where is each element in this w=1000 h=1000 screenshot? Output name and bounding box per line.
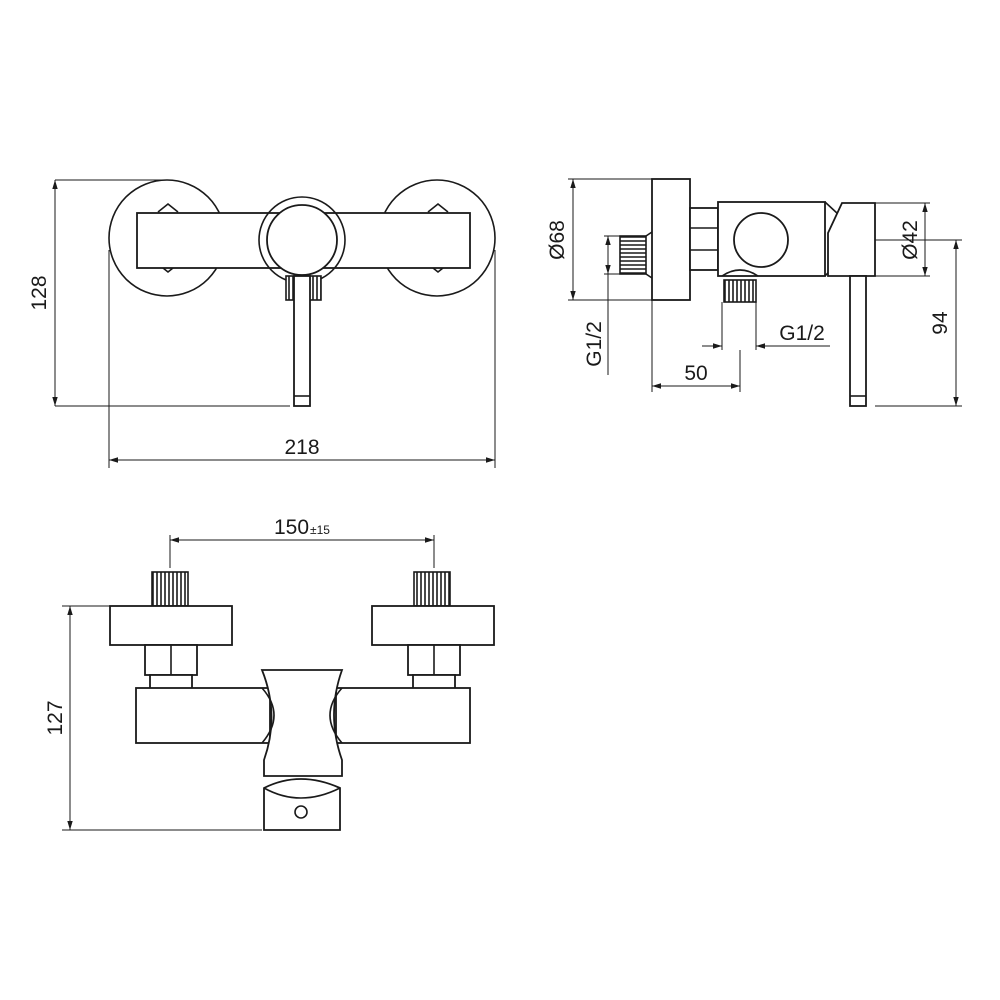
top-lever-cap-edge (263, 787, 341, 799)
top-left-body (135, 687, 271, 744)
top-right-body (335, 687, 471, 744)
side-flange (651, 178, 691, 301)
flange-diameter-label: Ø68 (546, 220, 569, 260)
left-nut-top (157, 202, 179, 213)
side-outlet-collar (721, 269, 759, 277)
side-nut (689, 207, 719, 271)
side-view: Ø68 G1/2 G1/2 50 Ø42 94 (546, 178, 962, 407)
lever-hub (266, 204, 338, 276)
inlet-thread-label: G1/2 (583, 321, 606, 367)
spacing-tolerance: ±15 (310, 523, 330, 537)
front-view: 128 218 (28, 179, 496, 468)
side-lever-cap (827, 202, 876, 277)
top-housing-curve-left (261, 687, 275, 744)
top-left-flange (109, 605, 233, 646)
front-width-label: 218 (284, 436, 319, 459)
depth-label: 50 (684, 362, 707, 385)
top-center-housing (260, 669, 344, 777)
side-inlet-neck (645, 231, 653, 279)
top-view: 150±15 127 (44, 516, 495, 831)
side-body-bore (733, 212, 789, 268)
side-outlet-thread (723, 279, 757, 303)
front-height-label: 128 (28, 275, 51, 310)
top-right-inlet-thread (413, 571, 451, 607)
spacing-dimension: 150±15 (274, 516, 330, 539)
top-height-label: 127 (44, 700, 67, 735)
lever (293, 275, 311, 407)
side-lever (849, 275, 867, 407)
top-left-inlet-thread (151, 571, 189, 607)
handle-height-label: 94 (929, 311, 952, 335)
top-right-flange (371, 605, 495, 646)
side-inlet-thread (619, 235, 647, 275)
top-lever-screw (294, 805, 308, 819)
spacing-label: 150 (274, 516, 309, 539)
top-housing-curve-right (329, 687, 343, 744)
top-lever-cap (263, 778, 341, 831)
right-nut-top (427, 202, 449, 213)
outlet-thread-label: G1/2 (779, 322, 825, 345)
